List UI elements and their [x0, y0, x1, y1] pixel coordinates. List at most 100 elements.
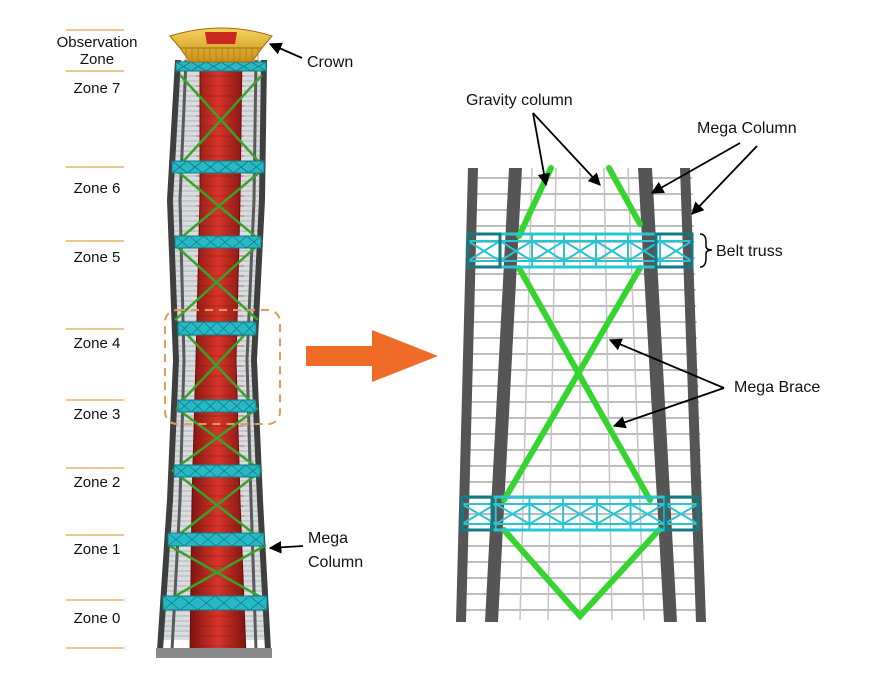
crown-arrow — [268, 42, 303, 59]
mega-brace-arrow — [612, 387, 725, 429]
gravity-column-arrow — [532, 112, 551, 187]
tower-belt-diagonal — [190, 321, 205, 336]
tower-belt-diagonal — [183, 532, 201, 547]
tower-belt-diagonal — [189, 235, 204, 249]
detail-gravity-column — [547, 168, 557, 620]
detail-belt-diagonal — [596, 503, 632, 525]
tower-belt-diagonal — [242, 399, 257, 413]
tower-belt-diagonal — [216, 399, 231, 413]
detail-belt-diagonal — [563, 240, 597, 262]
zone-label-7: Zone 7 — [74, 80, 121, 97]
zone-label-0: Zone 0 — [74, 610, 121, 627]
tower-belt-truss — [171, 160, 265, 174]
detail-mega-brace — [501, 265, 643, 503]
tower-belt-diagonal — [199, 532, 217, 547]
tower-mega-column-right — [250, 59, 271, 651]
tower-belt-diagonal — [190, 399, 205, 413]
tower-belt-diagonal — [229, 399, 244, 413]
tower-crown — [169, 27, 273, 63]
label-mega-column-right: Mega Column — [697, 120, 797, 137]
detail-mega-braces — [501, 165, 662, 621]
tower-belt-diagonal — [202, 160, 219, 174]
tower-belt-diagonal — [203, 399, 218, 413]
zone-labels: Observation Zone Zone 7 Zone 6 Zone 5 Zo… — [57, 34, 138, 627]
tower-belt-diagonal — [242, 321, 257, 336]
detail-belt-diagonal — [528, 503, 564, 525]
tower-belt-diagonal — [202, 464, 218, 478]
tower-belt-diagonal — [247, 532, 265, 547]
label-crown: Crown — [307, 54, 353, 71]
tower-belt-diagonal — [197, 595, 216, 611]
crown-ribs — [185, 48, 259, 62]
tower-belt-truss — [162, 595, 268, 611]
tower-belt-diagonal — [217, 160, 234, 174]
tower-belt-truss — [174, 235, 262, 249]
label-belt-truss: Belt truss — [716, 243, 783, 260]
zone-label-observation: Zone — [80, 51, 114, 68]
tower-belt-diagonal — [174, 235, 190, 249]
detail-belt-diagonal — [663, 503, 699, 525]
tower — [156, 27, 273, 658]
tower-belt-truss — [167, 532, 265, 547]
mega-column-right-arrow — [650, 142, 741, 194]
tower-belt-trusses — [162, 61, 268, 611]
belt-truss-bracket — [699, 233, 713, 268]
mega-brace-arrow — [608, 338, 725, 389]
detail-gravity-column — [603, 168, 613, 620]
tower-belt-diagonal — [188, 464, 203, 478]
tower-belt-truss — [173, 464, 261, 478]
zone-label-6: Zone 6 — [74, 180, 121, 197]
gravity-column-arrow — [532, 112, 601, 186]
tower-belt-diagonal — [167, 532, 185, 547]
detail-mega-column-left-inner — [485, 168, 522, 622]
tower-belt-diagonal — [232, 595, 250, 611]
tower-mega-column-left — [157, 59, 181, 651]
tower-belt-diagonal — [231, 464, 246, 478]
detail-belt-diagonal — [630, 503, 665, 525]
detail-belt-diagonal — [531, 240, 565, 262]
tower-belt-diagonal — [229, 321, 244, 336]
callout-arrows — [268, 42, 758, 554]
tower-belt-diagonal — [177, 399, 192, 413]
label-gravity-column: Gravity column — [466, 92, 573, 109]
label-mega-column-left: Mega — [308, 530, 348, 547]
detail-mega-brace — [501, 527, 662, 621]
tower-belt-diagonal — [190, 61, 207, 72]
detail-belt-diagonal — [659, 240, 693, 262]
tower-belt-diagonal — [171, 160, 188, 174]
tower-belt-diagonal — [214, 595, 233, 611]
tower-belt-diagonal — [249, 595, 268, 611]
tower-belt-diagonal — [203, 235, 219, 249]
tower-base — [156, 648, 272, 658]
zone-label-1: Zone 1 — [74, 541, 121, 558]
tower-belt-diagonal — [177, 321, 192, 336]
zone-label-3: Zone 3 — [74, 406, 121, 423]
tower-belt-diagonal — [217, 235, 233, 249]
zone-label-2: Zone 2 — [74, 474, 121, 491]
label-mega-column-left: Column — [308, 554, 363, 571]
tower-belt-truss — [177, 321, 257, 336]
zone-label-5: Zone 5 — [74, 249, 121, 266]
callout-labels: Crown Mega Column Gravity column Mega Co… — [307, 54, 820, 571]
mega-column-right-arrow — [691, 145, 758, 215]
tower-belt-diagonal — [248, 160, 265, 174]
zoom-selection-box — [164, 309, 281, 425]
detail-belt-diagonal — [495, 503, 530, 525]
tower-belt-diagonal — [175, 61, 192, 72]
detail-belt-diagonal — [499, 240, 533, 262]
label-mega-brace: Mega Brace — [734, 379, 820, 396]
tower-belt-diagonal — [215, 532, 233, 547]
tower-belt-diagonal — [173, 464, 189, 478]
detail-mega-brace — [516, 265, 653, 503]
tower-belt-diagonal — [246, 235, 262, 249]
tower-belt-truss — [177, 399, 257, 413]
tower-belt-diagonal — [250, 61, 267, 72]
tower-belt-diagonal — [180, 595, 198, 611]
zone-rules — [66, 29, 124, 649]
tower-belt-diagonal — [203, 321, 218, 336]
zone-label-observation: Observation — [57, 34, 138, 51]
detail-belt-trusses — [460, 232, 700, 532]
tower-mega-braces — [167, 74, 267, 602]
tower-belt-diagonal — [216, 464, 232, 478]
